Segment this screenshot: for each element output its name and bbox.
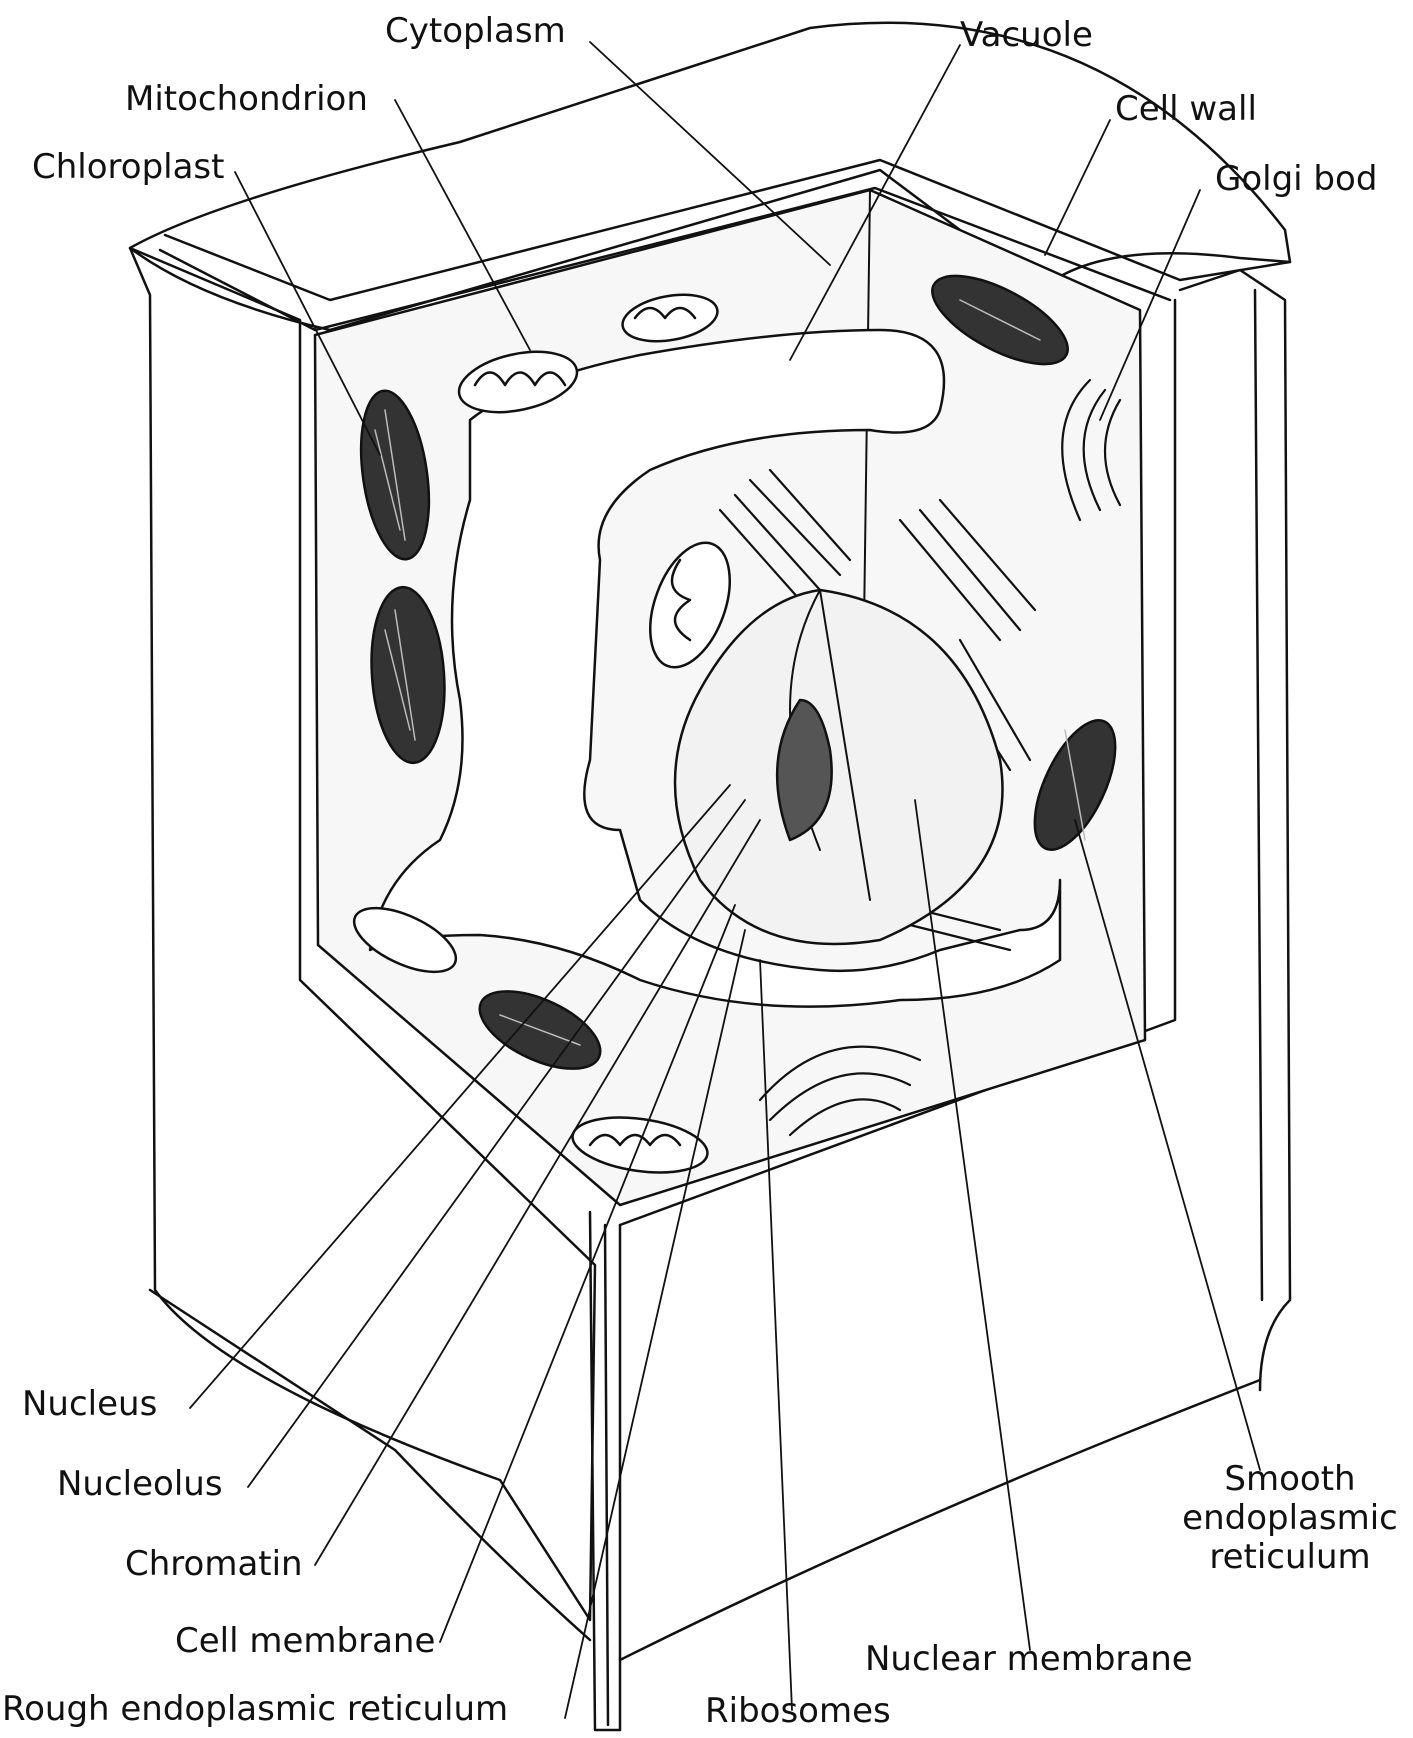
label-rough-er: Rough endoplasmic reticulum	[2, 1690, 508, 1729]
label-chloroplast: Chloroplast	[32, 148, 224, 187]
label-smooth-er: Smooth endoplasmic reticulum	[1170, 1460, 1410, 1577]
label-ribosomes: Ribosomes	[705, 1692, 891, 1731]
label-nucleolus: Nucleolus	[57, 1465, 223, 1504]
label-nucleus: Nucleus	[22, 1385, 157, 1424]
label-smooth-er-line3: reticulum	[1170, 1538, 1410, 1577]
label-chromatin: Chromatin	[125, 1545, 303, 1584]
label-golgi-body: Golgi bod	[1215, 160, 1377, 199]
label-cytoplasm: Cytoplasm	[385, 12, 566, 51]
label-smooth-er-line2: endoplasmic	[1170, 1499, 1410, 1538]
label-nuclear-membrane: Nuclear membrane	[865, 1640, 1193, 1679]
label-smooth-er-line1: Smooth	[1170, 1460, 1410, 1499]
label-cell-membrane: Cell membrane	[175, 1622, 435, 1661]
label-cell-wall: Cell wall	[1115, 90, 1257, 129]
label-mitochondrion: Mitochondrion	[125, 80, 368, 119]
label-vacuole: Vacuole	[960, 16, 1093, 55]
